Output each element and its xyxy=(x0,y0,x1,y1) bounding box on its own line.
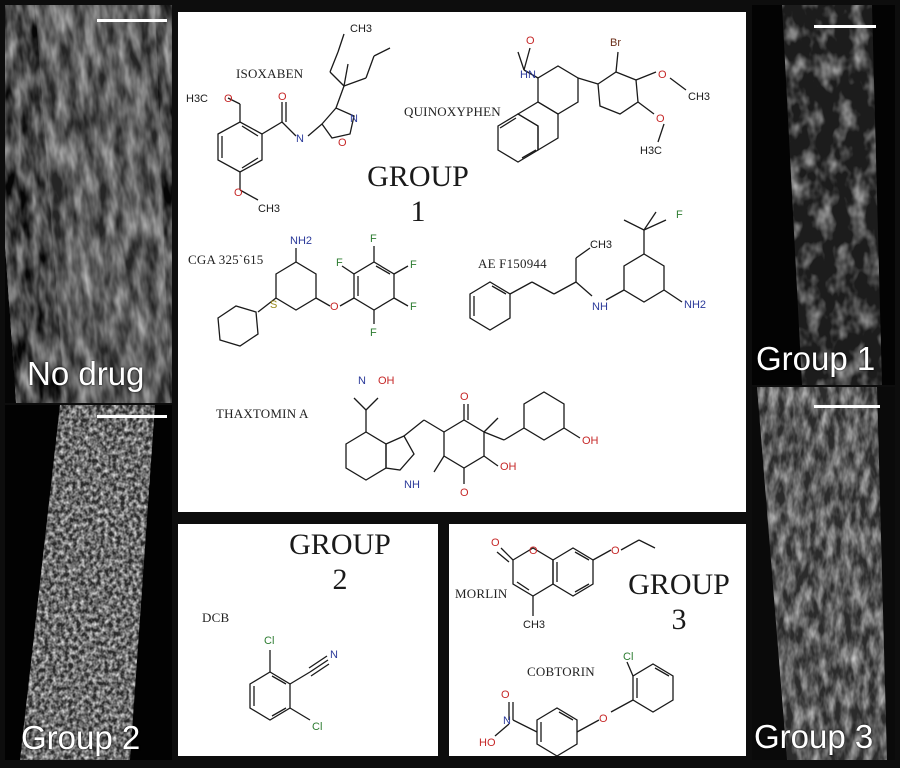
atom-label: H3C xyxy=(186,93,208,105)
atom-label: Br xyxy=(610,37,621,49)
atom-label: H3C xyxy=(640,145,662,157)
atom-label: CH3 xyxy=(590,239,612,251)
atom-label: F xyxy=(370,327,377,339)
micrograph-caption: Group 2 xyxy=(21,719,141,756)
atom-label: O xyxy=(611,545,620,557)
group-2-panel: GROUP 2 DCB Cl N Cl xyxy=(178,524,438,756)
atom-label: N xyxy=(503,715,511,727)
ae-structure xyxy=(469,211,683,331)
atom-label: Cl xyxy=(264,635,274,647)
micrograph-group-3: Group 3 xyxy=(752,387,895,760)
group-3-structures: O O O CH3 Cl O O N HO xyxy=(479,537,674,756)
quinoxyphen-structure xyxy=(497,47,687,163)
dcb-structure: Cl N Cl xyxy=(249,635,338,733)
atom-label: O xyxy=(338,137,347,149)
micrograph-group-3-image xyxy=(752,387,895,760)
atom-label: F xyxy=(336,257,343,269)
group-2-title: GROUP 2 xyxy=(270,528,410,597)
isoxaben-structure xyxy=(217,33,391,201)
atom-label: HO xyxy=(479,737,496,749)
atom-label: O xyxy=(234,187,243,199)
atom-label: F xyxy=(370,233,377,245)
atom-label: O xyxy=(529,545,538,557)
atom-label: NH2 xyxy=(684,299,706,311)
atom-label: OH xyxy=(582,435,599,447)
atom-label: O xyxy=(658,69,667,81)
scale-bar xyxy=(97,415,167,418)
atom-label: O xyxy=(501,689,510,701)
compound-label-ae: AE F150944 xyxy=(478,256,547,271)
group-1-panel: GROUP 1 ISOXABEN QUINOXYPHEN CGA 325`615… xyxy=(178,12,746,512)
micrograph-group-1: Group 1 xyxy=(752,5,895,385)
group-3-title: GROUP 3 xyxy=(609,568,749,637)
atom-label: O xyxy=(224,93,233,105)
atom-label: CH3 xyxy=(523,619,545,631)
atom-label: OH xyxy=(500,461,517,473)
compound-label-quinoxyphen: QUINOXYPHEN xyxy=(404,104,501,119)
atom-label: NH xyxy=(592,301,608,313)
micrograph-caption: Group 3 xyxy=(754,718,874,755)
group-title-word: GROUP xyxy=(367,160,469,193)
group-3-panel: GROUP 3 MORLIN COBTORIN O O O xyxy=(449,524,746,756)
compound-label-morlin: MORLIN xyxy=(455,586,508,601)
atom-label: OH xyxy=(378,375,395,387)
atom-label: NH2 xyxy=(290,235,312,247)
atom-label: O xyxy=(526,35,535,47)
micrograph-group-1-image xyxy=(752,5,895,385)
atom-label: O xyxy=(460,391,469,403)
atom-label: HN xyxy=(520,69,536,81)
micrograph-caption: No drug xyxy=(27,355,145,392)
group-1-structures: CH3 H3C O O N N O O CH3 O HN Br O O CH3 … xyxy=(186,23,710,499)
atom-label: CH3 xyxy=(258,203,280,215)
atom-label: CH3 xyxy=(688,91,710,103)
atom-label: O xyxy=(656,113,665,125)
atom-label: Cl xyxy=(623,651,633,663)
atom-label: CH3 xyxy=(350,23,372,35)
atom-label: F xyxy=(410,301,417,313)
atom-label: O xyxy=(278,91,287,103)
atom-label: S xyxy=(270,299,277,311)
compound-label-cobtorin: COBTORIN xyxy=(527,664,595,679)
atom-label: O xyxy=(599,713,608,725)
atom-label: F xyxy=(410,259,417,271)
compound-label-dcb: DCB xyxy=(202,610,230,625)
group-title-word: GROUP xyxy=(628,568,730,601)
compound-label-cga: CGA 325`615 xyxy=(188,252,264,267)
group-1-title: GROUP 1 xyxy=(358,160,478,229)
group-number: 3 xyxy=(671,602,687,636)
atom-label: O xyxy=(330,301,339,313)
atom-label: NH xyxy=(404,479,420,491)
atom-label: F xyxy=(676,209,683,221)
atom-label: O xyxy=(491,537,500,549)
atom-label: O xyxy=(460,487,469,499)
atom-label: Cl xyxy=(312,721,322,733)
atom-label: N xyxy=(296,133,304,145)
group-number: 1 xyxy=(410,194,426,228)
group-title-word: GROUP xyxy=(289,528,391,561)
micrograph-group-2: Group 2 xyxy=(5,405,172,760)
scale-bar xyxy=(97,19,167,22)
cga-structure xyxy=(217,246,409,347)
atom-label: N xyxy=(350,113,358,125)
compound-label-thaxtomin: THAXTOMIN A xyxy=(216,406,309,421)
scale-bar xyxy=(814,405,880,408)
atom-label: N xyxy=(330,649,338,661)
atom-label: N xyxy=(358,375,366,387)
micrograph-no-drug: No drug xyxy=(5,5,172,403)
thaxtomin-structure xyxy=(345,391,581,484)
micrograph-caption: Group 1 xyxy=(756,340,876,377)
group-number: 2 xyxy=(332,562,348,596)
micrograph-group-2-image xyxy=(5,405,172,760)
micrograph-no-drug-image xyxy=(5,5,172,403)
scale-bar xyxy=(814,25,876,28)
compound-label-isoxaben: ISOXABEN xyxy=(236,66,304,81)
